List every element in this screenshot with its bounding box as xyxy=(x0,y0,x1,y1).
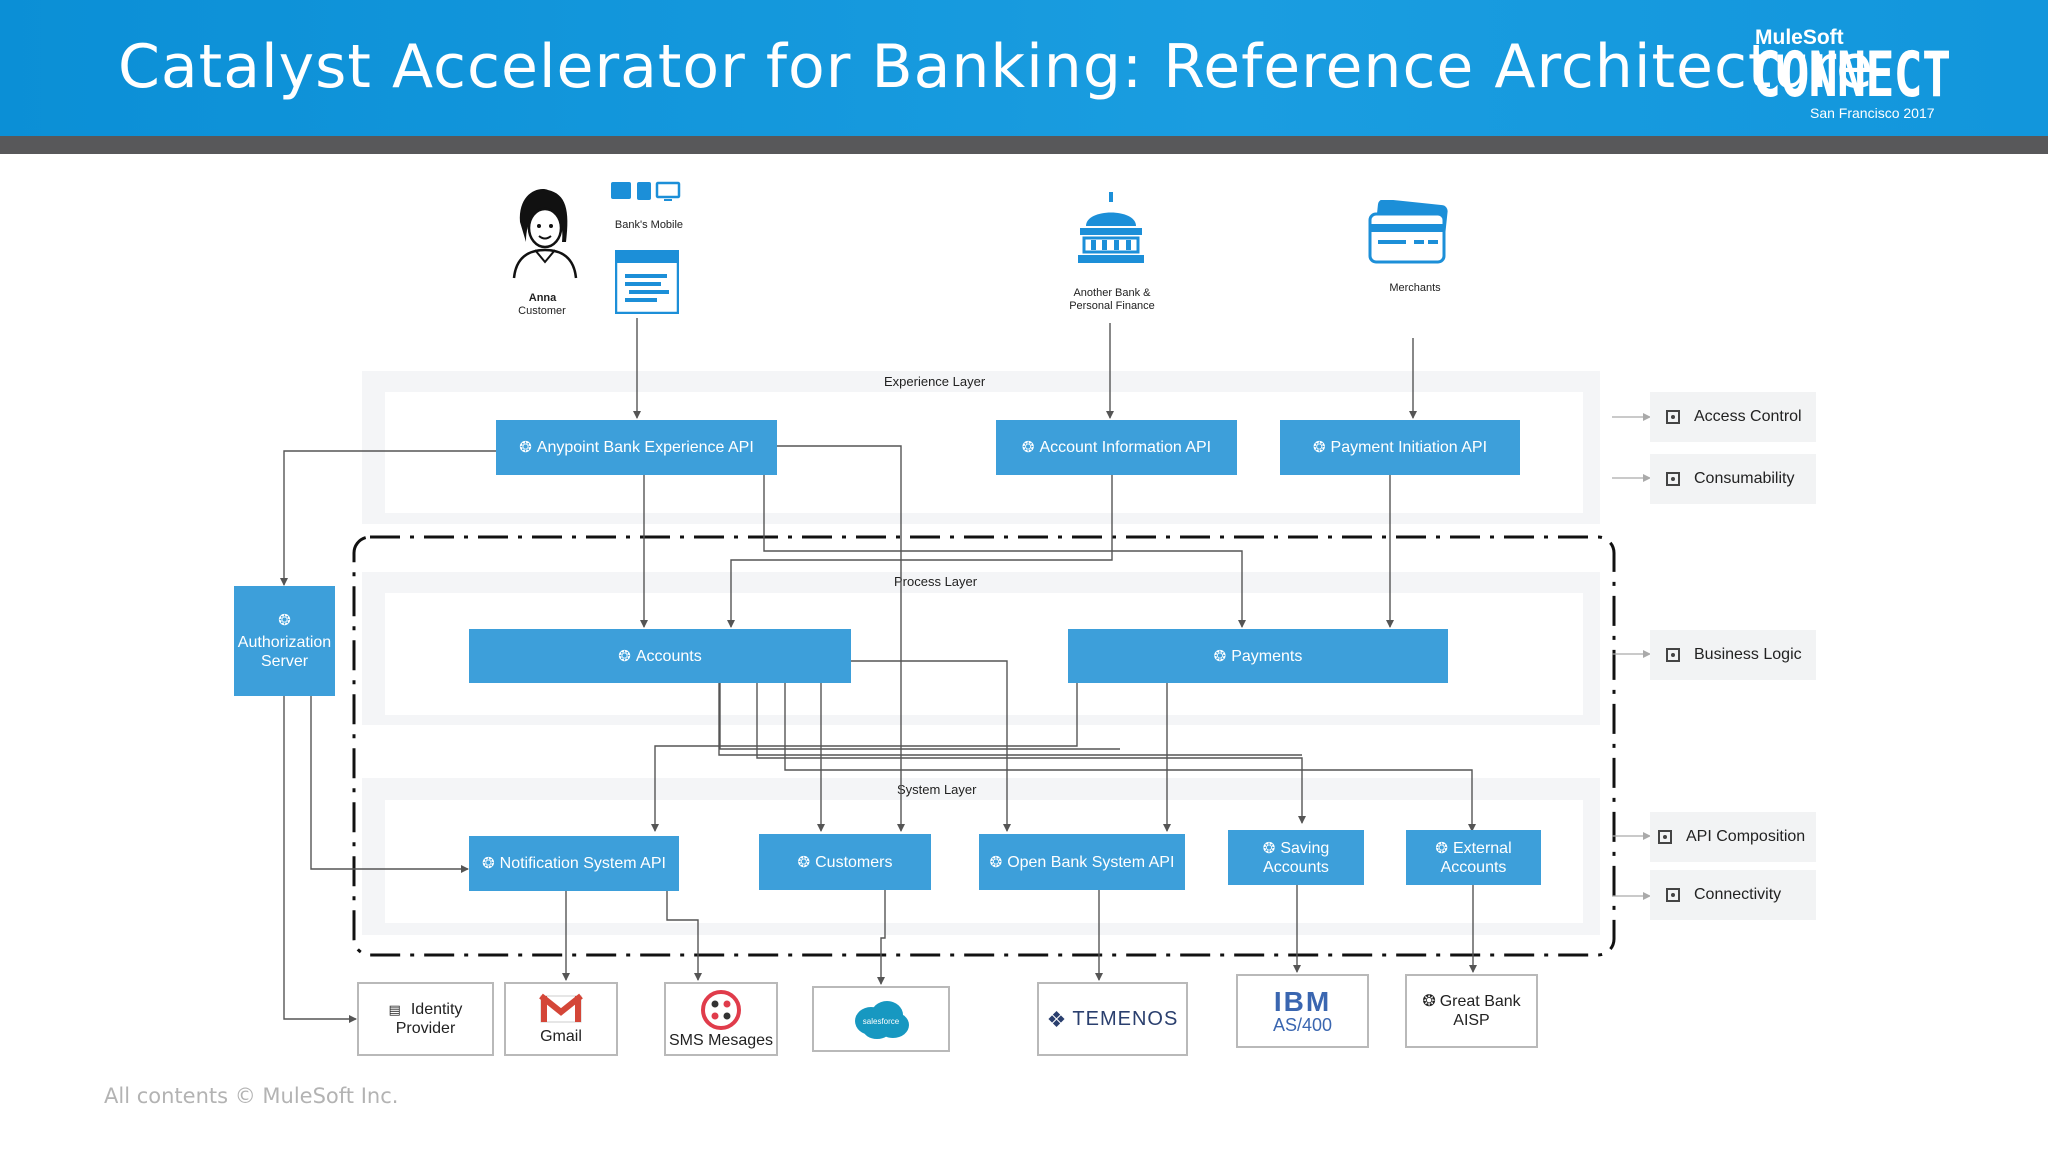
devices-icon xyxy=(611,181,681,201)
api-gear-icon: ❂ xyxy=(1262,839,1276,857)
logo-brand: MuleSoft xyxy=(1755,26,1844,49)
api-gear-icon: ❂ xyxy=(519,439,532,456)
slide-title: Catalyst Accelerator for Banking: Refere… xyxy=(118,32,1874,102)
payments-api[interactable]: ❂Payments xyxy=(1068,629,1448,683)
business-logic-box: Business Logic xyxy=(1650,630,1816,680)
salesforce-system[interactable]: salesforce xyxy=(812,986,950,1052)
bank-building-icon xyxy=(1078,192,1144,263)
api-gear-icon: ❂ xyxy=(618,647,631,665)
ibm-as400-system[interactable]: IBM AS/400 xyxy=(1236,974,1369,1048)
api-gear-icon: ❂ xyxy=(482,855,495,872)
capability-icon xyxy=(1666,472,1680,486)
notification-system-api[interactable]: ❂Notification System API xyxy=(469,836,679,891)
header-banner xyxy=(0,0,2048,136)
svg-text:salesforce: salesforce xyxy=(863,1017,900,1026)
capability-icon xyxy=(1658,830,1672,844)
logo-location: San Francisco 2017 xyxy=(1810,105,1935,121)
sms-system[interactable]: SMS Mesages xyxy=(664,982,778,1056)
capability-icon xyxy=(1666,888,1680,902)
api-gear-icon: ❂ xyxy=(1213,647,1227,665)
connectivity-box: Connectivity xyxy=(1650,870,1816,920)
system-layer-label: System Layer xyxy=(897,782,977,797)
footer-copyright: All contents © MuleSoft Inc. xyxy=(104,1084,399,1108)
gmail-system[interactable]: Gmail xyxy=(504,982,618,1056)
great-bank-aisp-system[interactable]: ❂Great Bank AISP xyxy=(1405,974,1538,1048)
twilio-icon xyxy=(701,989,741,1030)
authorization-server[interactable]: ❂ Authorization Server xyxy=(234,586,335,696)
anypoint-experience-api[interactable]: ❂Anypoint Bank Experience API xyxy=(496,420,777,475)
payment-initiation-api[interactable]: ❂Payment Initiation API xyxy=(1280,420,1520,475)
identity-provider[interactable]: ▤Identity Provider xyxy=(357,982,494,1056)
customer-role: Customer xyxy=(518,305,566,317)
accounts-api[interactable]: ❂Accounts xyxy=(469,629,851,683)
api-gear-icon: ❂ xyxy=(1312,439,1326,456)
temenos-system[interactable]: ❖ TEMENOS xyxy=(1037,982,1188,1056)
api-gear-icon: ❂ xyxy=(797,853,811,871)
api-boundary xyxy=(352,535,1616,957)
access-control-box: Access Control xyxy=(1650,392,1816,442)
bank-label-1: Another Bank & xyxy=(1073,287,1151,299)
gmail-icon xyxy=(539,993,583,1023)
credit-card-icon xyxy=(1368,200,1448,264)
saving-accounts-api[interactable]: ❂Saving Accounts xyxy=(1228,830,1364,885)
external-accounts-api[interactable]: ❂External Accounts xyxy=(1406,830,1541,885)
experience-layer-label: Experience Layer xyxy=(884,374,986,389)
api-gear-icon: ❂ xyxy=(278,612,291,629)
identity-card-icon: ▤ xyxy=(388,1002,401,1017)
open-bank-system-api[interactable]: ❂Open Bank System API xyxy=(979,834,1185,890)
customers-api[interactable]: ❂Customers xyxy=(759,834,931,890)
temenos-logo-icon: ❖ xyxy=(1046,1006,1067,1032)
api-gear-icon: ❂ xyxy=(989,853,1003,871)
logo-event: CONNECT xyxy=(1752,38,1951,111)
api-composition-box: API Composition xyxy=(1650,812,1816,862)
mobile-label: Bank's Mobile xyxy=(614,219,684,231)
browser-window-icon xyxy=(615,250,679,314)
bank-label-2: Personal Finance xyxy=(1069,300,1155,312)
account-information-api[interactable]: ❂Account Information API xyxy=(996,420,1237,475)
capability-icon xyxy=(1666,410,1680,424)
process-layer-label: Process Layer xyxy=(894,574,978,589)
salesforce-cloud-icon: salesforce xyxy=(855,1001,909,1039)
person-icon xyxy=(512,189,578,279)
customer-name: Anna xyxy=(528,292,557,304)
api-gear-icon: ❂ xyxy=(1435,839,1448,857)
capability-icon xyxy=(1666,648,1680,662)
api-gear-icon: ❂ xyxy=(1021,439,1035,456)
consumability-box: Consumability xyxy=(1650,454,1816,504)
api-gear-icon: ❂ xyxy=(1422,993,1436,1010)
header-divider xyxy=(0,136,2048,154)
merchants-label: Merchants xyxy=(1389,282,1441,294)
